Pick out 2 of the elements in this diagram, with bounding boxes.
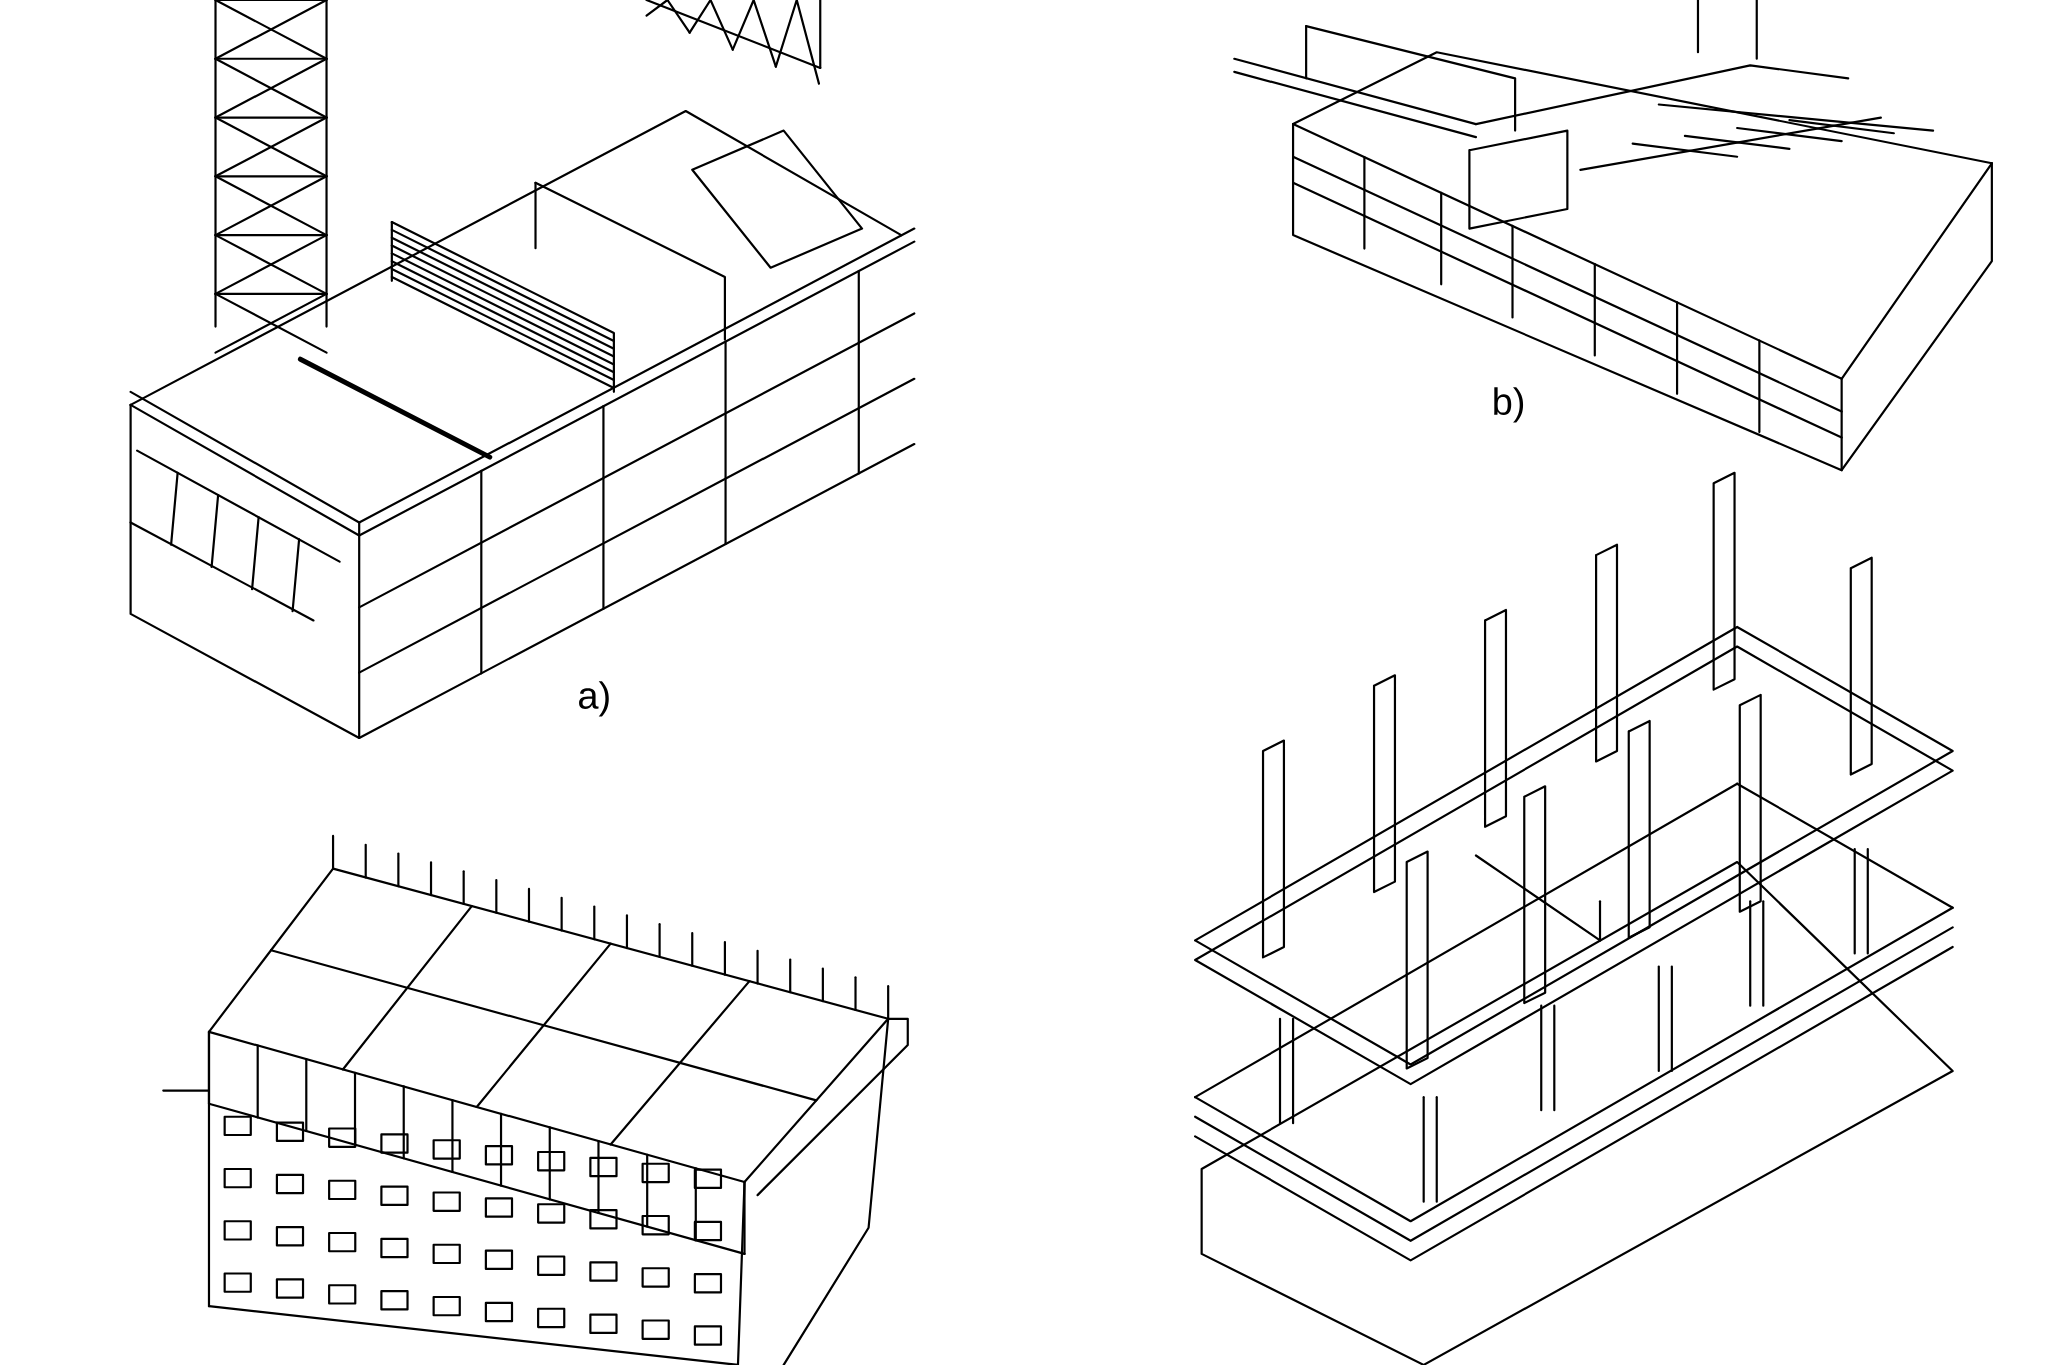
figure-label: a) bbox=[579, 681, 609, 717]
figure-label: b) bbox=[1494, 387, 1524, 423]
